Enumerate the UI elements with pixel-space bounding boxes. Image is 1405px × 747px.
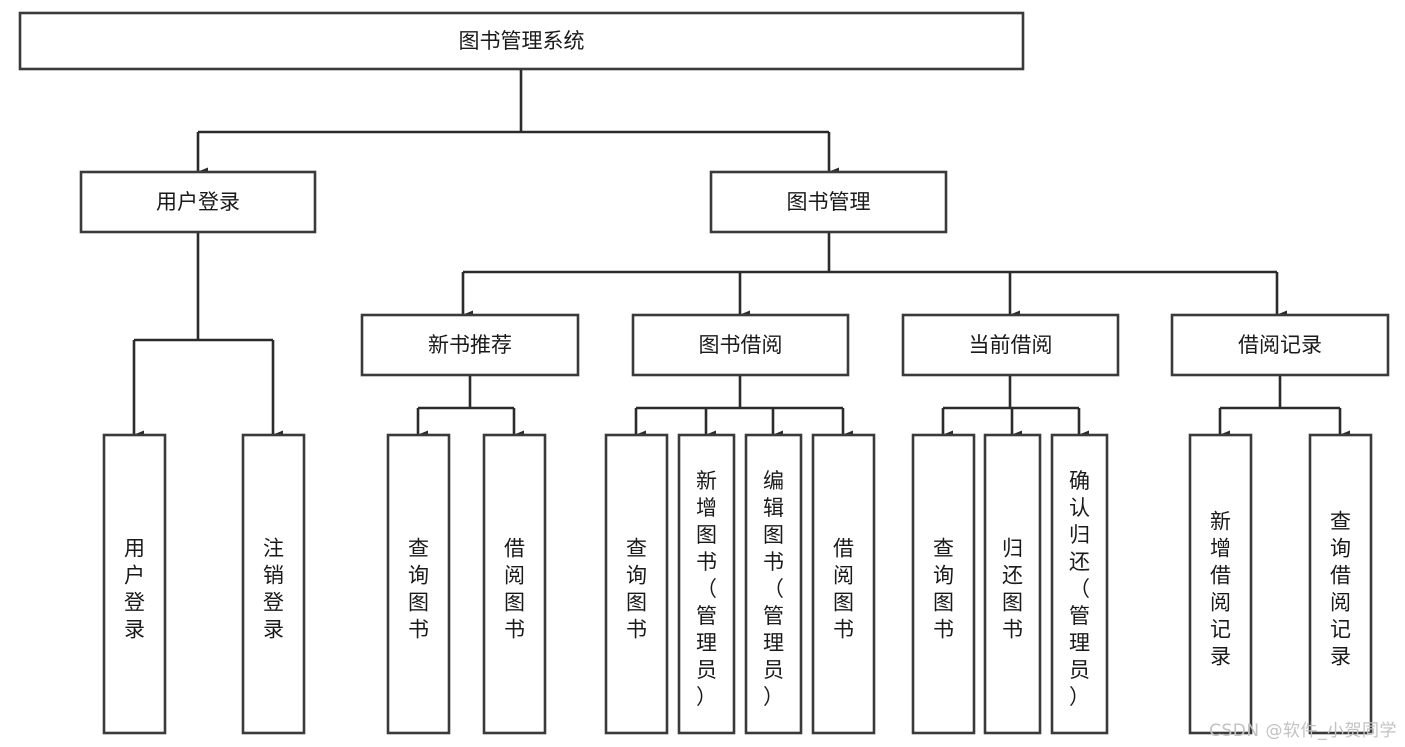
edges-layer (132, 69, 1350, 440)
node-label: 图书管理 (787, 190, 871, 214)
node-label: 图书借阅 (699, 333, 783, 357)
node-label: 当前借阅 (969, 333, 1053, 357)
node-box (1308, 433, 1373, 735)
node-label: 借阅图书 (833, 537, 854, 642)
node-leaf-查询图书[interactable]: 查询图书 (604, 433, 669, 735)
node-label: 借阅图书 (504, 537, 525, 642)
node-leaf-新增图书（管理员）[interactable]: 新增图书（管理员） (677, 433, 736, 735)
node-level3-图书借阅[interactable]: 图书借阅 (631, 313, 850, 377)
node-level3-借阅记录[interactable]: 借阅记录 (1170, 313, 1390, 377)
csdn-watermark: CSDN @软件_小贺同学 (1209, 721, 1397, 741)
node-leaf-注销登录[interactable]: 注销登录 (241, 433, 306, 735)
node-box (631, 313, 850, 377)
node-leaf-查询图书[interactable]: 查询图书 (386, 433, 451, 735)
node-box (709, 170, 948, 234)
node-leaf-编辑图书（管理员）[interactable]: 编辑图书（管理员） (744, 433, 803, 735)
node-box (79, 170, 317, 234)
node-label: 注销登录 (263, 537, 284, 642)
node-label: 用户登录 (156, 190, 240, 214)
node-label: 查询图书 (933, 537, 954, 642)
node-box (241, 433, 306, 735)
node-leaf-用户登录[interactable]: 用户登录 (102, 433, 167, 735)
node-label: 用户登录 (124, 537, 145, 642)
node-leaf-新增借阅记录[interactable]: 新增借阅记录 (1188, 433, 1253, 735)
node-label: 编辑图书（管理员） (763, 469, 784, 709)
node-box (901, 313, 1120, 377)
node-leaf-归还图书[interactable]: 归还图书 (983, 433, 1042, 735)
node-box (1170, 313, 1390, 377)
node-leaf-借阅图书[interactable]: 借阅图书 (482, 433, 547, 735)
node-box (744, 433, 803, 735)
node-box (911, 433, 976, 735)
node-box (102, 433, 167, 735)
node-leaf-查询借阅记录[interactable]: 查询借阅记录 (1308, 433, 1373, 735)
node-label: 新增借阅记录 (1210, 510, 1231, 669)
node-box (360, 313, 580, 377)
node-label: 查询借阅记录 (1330, 510, 1351, 669)
node-level3-当前借阅[interactable]: 当前借阅 (901, 313, 1120, 377)
node-leaf-借阅图书[interactable]: 借阅图书 (811, 433, 876, 735)
node-box (386, 433, 451, 735)
node-label: 查询图书 (626, 537, 647, 642)
node-box (811, 433, 876, 735)
node-box (18, 11, 1025, 71)
node-label: 图书管理系统 (459, 29, 585, 53)
node-box (482, 433, 547, 735)
node-box (1188, 433, 1253, 735)
node-level2-用户登录[interactable]: 用户登录 (79, 170, 317, 234)
node-level2-图书管理[interactable]: 图书管理 (709, 170, 948, 234)
node-label: 新增图书（管理员） (696, 469, 717, 709)
node-label: 新书推荐 (428, 333, 512, 357)
node-box (983, 433, 1042, 735)
node-leaf-查询图书[interactable]: 查询图书 (911, 433, 976, 735)
node-leaf-确认归还（管理员）[interactable]: 确认归还（管理员） (1050, 433, 1109, 735)
node-label: 归还图书 (1002, 537, 1023, 642)
node-box (677, 433, 736, 735)
nodes-layer: 图书管理系统用户登录图书管理新书推荐图书借阅当前借阅借阅记录用户登录注销登录查询… (18, 11, 1390, 735)
node-root-图书管理系统[interactable]: 图书管理系统 (18, 11, 1025, 71)
node-label: 借阅记录 (1238, 333, 1322, 357)
node-label: 确认归还（管理员） (1069, 469, 1090, 709)
node-level3-新书推荐[interactable]: 新书推荐 (360, 313, 580, 377)
node-box (1050, 433, 1109, 735)
node-label: 查询图书 (408, 537, 429, 642)
node-box (604, 433, 669, 735)
